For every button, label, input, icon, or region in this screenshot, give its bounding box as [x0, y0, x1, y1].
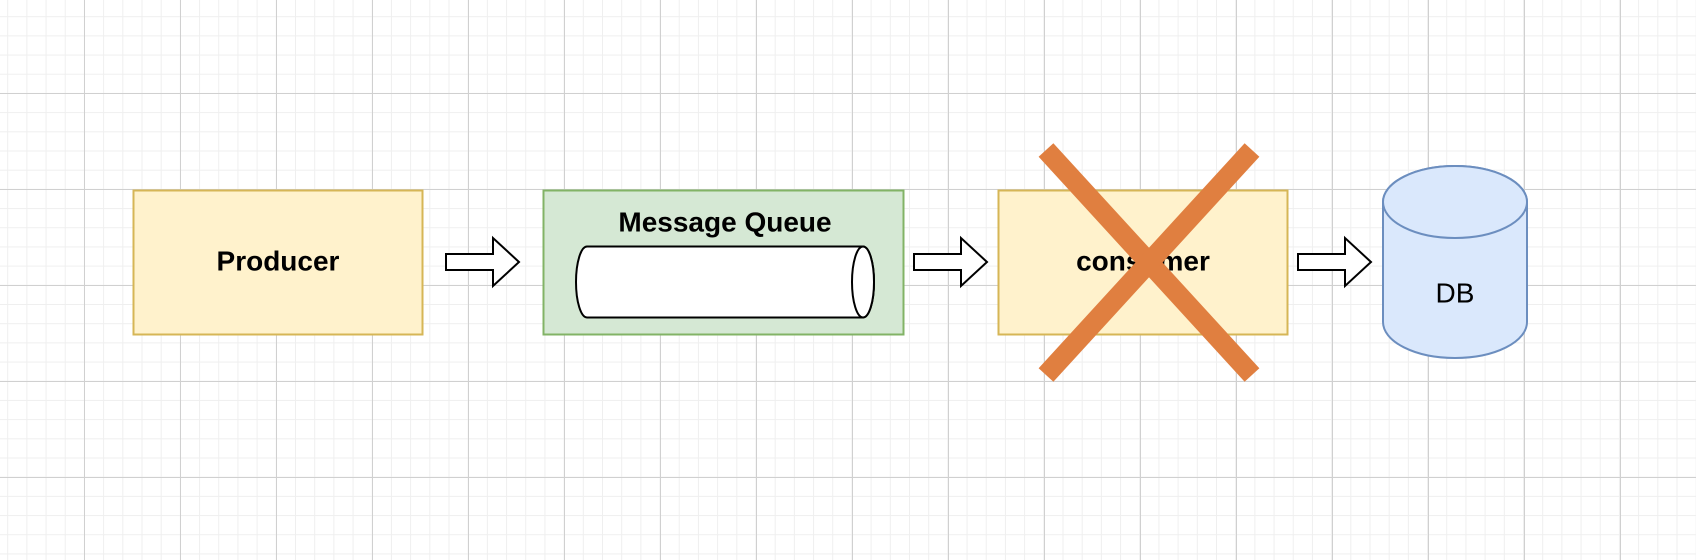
db-label: DB — [1436, 277, 1475, 308]
message-queue-node[interactable]: Message Queue — [542, 189, 905, 336]
arrow-right-icon — [913, 235, 989, 289]
cylinder-pipe-icon — [575, 245, 875, 319]
producer-label: Producer — [217, 245, 340, 276]
producer-box — [132, 189, 424, 336]
arrow-producer-to-queue — [445, 235, 521, 289]
message-queue-label: Message Queue — [618, 206, 831, 237]
database-cylinder-icon — [1382, 165, 1528, 359]
arrow-right-icon — [445, 235, 521, 289]
arrow-consumer-to-db — [1297, 235, 1373, 289]
db-node[interactable]: DB — [1382, 165, 1528, 359]
arrow-queue-to-consumer — [913, 235, 989, 289]
arrow-right-icon — [1297, 235, 1373, 289]
producer-node[interactable]: Producer — [132, 189, 424, 336]
cross-x-icon — [1038, 143, 1260, 382]
